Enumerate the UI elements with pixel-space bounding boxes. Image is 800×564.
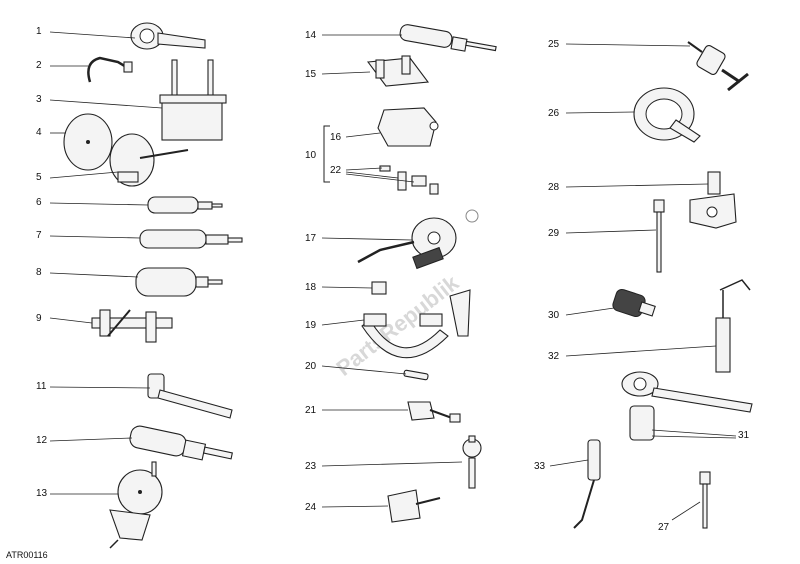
part-15-plate [366, 55, 430, 87]
part-2-hook [87, 56, 133, 83]
callout-20: 20 [305, 361, 317, 372]
callout-33: 33 [534, 461, 546, 472]
part-29-rod [653, 199, 665, 273]
callout-2: 2 [36, 60, 42, 71]
part-5-wheel-pointer [109, 133, 189, 187]
callout-25: 25 [548, 39, 560, 50]
callout-17: 17 [305, 233, 317, 244]
callout-14: 14 [305, 30, 317, 41]
part-12-pin [129, 425, 233, 461]
part-26-ring-spanner [633, 87, 701, 143]
watermark: PartsRepublik [331, 270, 464, 381]
callout-5: 5 [36, 172, 42, 183]
part-4-degree-wheel [63, 113, 113, 171]
callout-19: 19 [305, 320, 317, 331]
part-25-puller [687, 41, 749, 92]
part-21-bracket [407, 401, 461, 423]
part-8-pin [135, 267, 223, 297]
callout-7: 7 [36, 230, 42, 241]
callout-28: 28 [548, 182, 560, 193]
callout-24: 24 [305, 502, 317, 513]
callout-21: 21 [305, 405, 317, 416]
callout-30: 30 [548, 310, 560, 321]
part-3-fixture [159, 59, 227, 141]
part-18-nut [371, 281, 387, 295]
callout-32: 32 [548, 351, 560, 362]
part-16-block [377, 107, 439, 147]
callout-8: 8 [36, 267, 42, 278]
callout-16: 16 [330, 132, 342, 143]
part-30-bushing [612, 288, 656, 318]
callout-18: 18 [305, 282, 317, 293]
callout-22: 22 [330, 165, 342, 176]
callout-27: 27 [658, 522, 670, 533]
callout-1: 1 [36, 26, 42, 37]
part-27-stud [699, 471, 711, 529]
callout-23: 23 [305, 461, 317, 472]
callout-11: 11 [36, 381, 47, 392]
part-31-wrench-socket [621, 371, 753, 441]
drawing-code: ATR00116 [6, 550, 48, 560]
callout-3: 3 [36, 94, 42, 105]
part-9-puller [91, 309, 173, 343]
part-14-pin [399, 24, 497, 52]
part-20-pin [403, 369, 429, 381]
part-24-support [387, 489, 441, 523]
part-23-dial-indicator [462, 435, 482, 489]
part-13-dial-gauge [109, 461, 163, 549]
part-32-stand [715, 279, 751, 373]
part-6-pin [147, 196, 223, 214]
callout-26: 26 [548, 108, 560, 119]
part-7-pin [139, 229, 243, 249]
callout-12: 12 [36, 435, 48, 446]
callout-6: 6 [36, 197, 42, 208]
part-17-flywheel-tool [357, 209, 479, 270]
part-28-holder [689, 171, 737, 229]
callout-10: 10 [305, 150, 317, 161]
callout-4: 4 [36, 127, 42, 138]
part-1-wrench [130, 22, 206, 50]
callout-29: 29 [548, 228, 560, 239]
callout-13: 13 [36, 488, 48, 499]
callout-31: 31 [738, 430, 750, 441]
part-22-screws [379, 165, 439, 195]
part-11-wrench [147, 373, 233, 419]
callout-15: 15 [305, 69, 317, 80]
callout-9: 9 [36, 313, 42, 324]
part-19-c-clamp [361, 289, 471, 359]
part-33-locator [573, 439, 601, 529]
